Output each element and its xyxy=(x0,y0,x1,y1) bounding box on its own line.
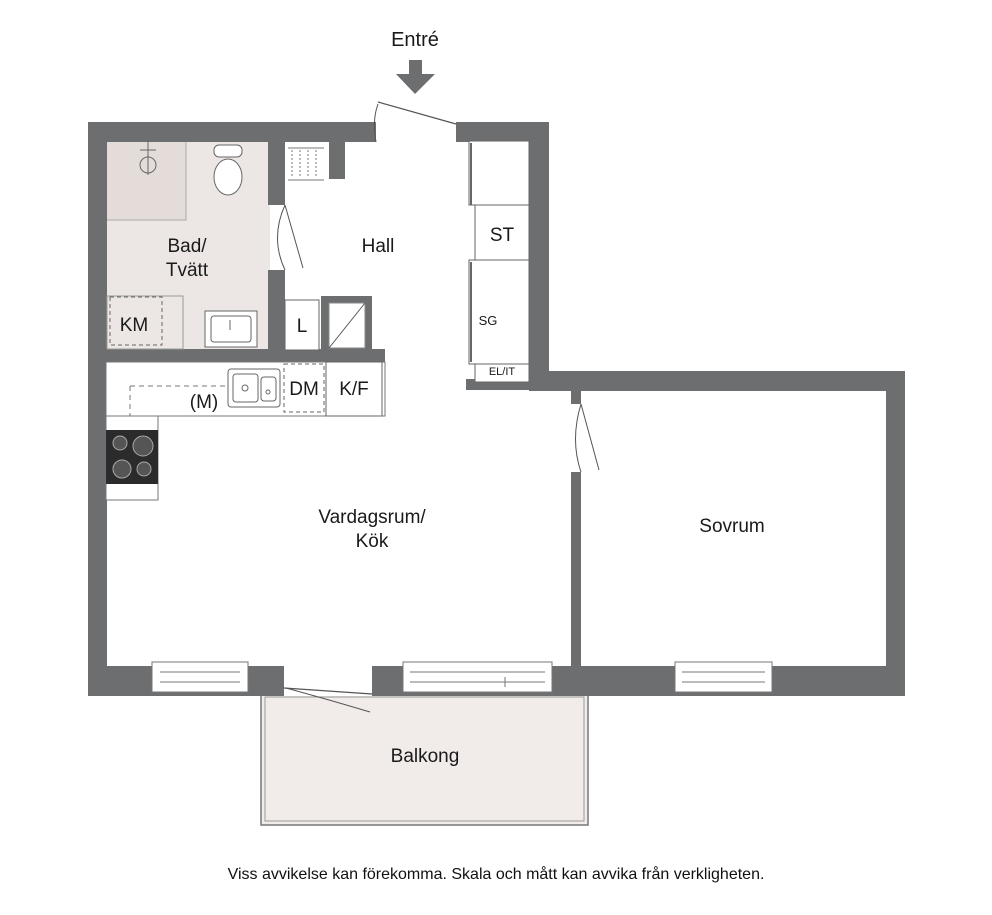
walls xyxy=(88,122,905,696)
electric-it-label: EL/IT xyxy=(488,366,516,378)
shower-area xyxy=(105,140,187,221)
washing-machine xyxy=(109,296,163,346)
hall-cabinet xyxy=(321,296,372,352)
bathroom-label-line1: Bad/ xyxy=(167,236,207,257)
storage-label: ST xyxy=(489,225,515,246)
dishwasher-label: DM xyxy=(289,379,319,400)
stove-icon xyxy=(106,430,158,484)
balcony-floor xyxy=(260,692,589,826)
hall-wardrobes xyxy=(468,140,530,383)
living-kitchen-label-line2: Kök xyxy=(355,530,389,552)
bathroom-sink-icon xyxy=(204,310,258,348)
fridge-freezer xyxy=(325,361,383,417)
bathroom-label-line2: Tvätt xyxy=(165,259,209,281)
balcony-railing xyxy=(264,696,585,822)
washing-machine-label: KM xyxy=(119,315,149,336)
toilet-icon xyxy=(213,144,243,196)
windows xyxy=(151,661,773,693)
bathroom-label: Bad/ Tvätt xyxy=(137,235,237,283)
hall-label: Hall xyxy=(361,236,395,257)
bedroom-door xyxy=(575,403,600,473)
disclaimer-text: Viss avvikelse kan förekomma. Skala och … xyxy=(227,866,765,883)
dishwasher xyxy=(283,363,325,413)
living-kitchen-label-line1: Vardagsrum/ xyxy=(318,507,426,528)
living-kitchen-label: Vardagsrum/ Kök xyxy=(292,506,452,554)
entrance-label: Entré xyxy=(391,29,439,51)
kitchen-sink-icon xyxy=(227,368,281,408)
entrance-arrow-icon xyxy=(396,60,435,94)
linen-closet-label: L xyxy=(296,316,308,337)
linen-closet xyxy=(284,299,320,351)
balcony-label: Balkong xyxy=(390,746,460,767)
microwave-label: (M) xyxy=(189,392,219,413)
fridge-freezer-label: K/F xyxy=(339,379,369,400)
shower-icon xyxy=(139,141,157,175)
entrance-door xyxy=(373,101,457,144)
bedroom-label: Sovrum xyxy=(699,516,765,537)
coat-rack-icon xyxy=(288,147,324,181)
bathroom-door xyxy=(277,204,304,271)
wardrobe-label: SG xyxy=(478,313,498,328)
